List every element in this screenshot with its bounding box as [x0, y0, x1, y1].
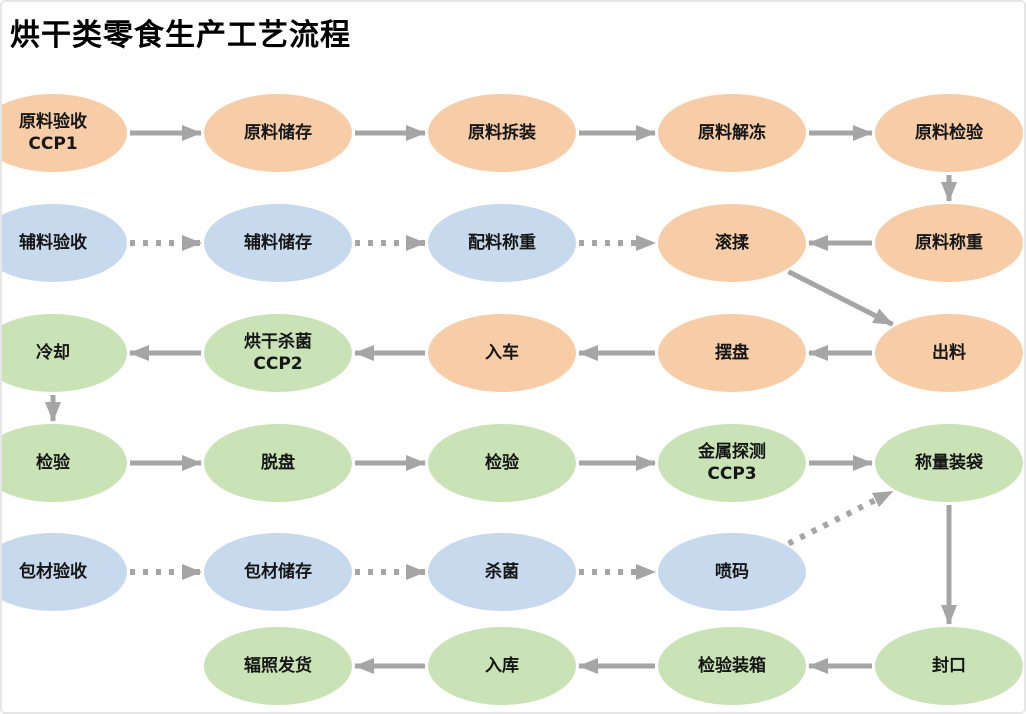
arrow-code-print-to-weigh-bag — [787, 488, 894, 547]
arrow-tumble-to-discharge — [787, 269, 894, 327]
page-title: 烘干类零食生产工艺流程 — [10, 18, 351, 53]
